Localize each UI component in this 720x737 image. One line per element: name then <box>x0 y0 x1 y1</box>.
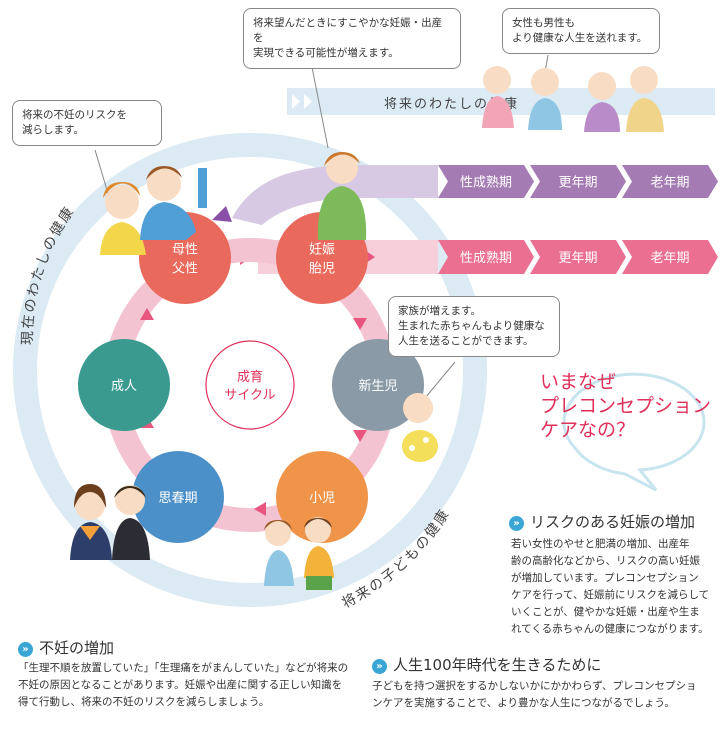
cycle-node-adult <box>78 339 170 431</box>
lower-stage-row: 性成熟期 更年期 老年期 <box>438 240 718 274</box>
life100-section-body: 子どもを持つ選択をするかしないかにかかわらず、プレコンセプショ ンケアを実施する… <box>372 680 697 709</box>
upper-stage-chevron-2 <box>530 165 626 198</box>
future-me-label: 将来のわたしの健康 <box>384 96 519 112</box>
life100-section-title: »人生100年時代を生きるために <box>372 654 601 675</box>
lower-stage-chevron-3 <box>622 240 718 274</box>
cycle-center-label-1: 成育 <box>237 369 263 385</box>
cycle-node-child-label-1: 小児 <box>309 491 335 506</box>
family-bubble: 家族が増えます。 生まれた赤ちゃんもより健康な 人生を送ることができます。 <box>388 296 560 357</box>
cycle-node-pregnancy-label-2: 胎児 <box>309 262 335 277</box>
lower-stage-label-3: 老年期 <box>650 251 689 266</box>
upper-stage-label-1: 性成熟期 <box>460 175 512 191</box>
risk-section-body: 若い女性のやせと肥満の増加、出産年 齢の高齢化などから、リスクの高い妊娠 が増加… <box>511 538 710 635</box>
risk-section-title: »リスクのある妊娠の増加 <box>509 511 695 532</box>
baby-illustration <box>402 393 438 462</box>
cycle-node-newborn-label-1: 新生児 <box>358 378 397 394</box>
upper-stage-label-2: 更年期 <box>558 176 597 191</box>
health-ring <box>13 133 487 607</box>
infertility-section-title: »不妊の増加 <box>18 637 114 658</box>
infertility-section-body: 「生理不順を放置していた」「生理痛をがまんしていた」などが将来の 不妊の原因とな… <box>18 662 349 708</box>
cycle-node-adolescent-label-1: 思春期 <box>158 491 197 506</box>
healthy-life-bubble: 女性も男性も より健康な人生を送れます。 <box>502 8 660 54</box>
infertility-risk-bubble: 将来の不妊のリスクを 減らします。 <box>12 100 162 146</box>
cycle-node-adolescent <box>132 451 224 543</box>
chevron-right-icon: » <box>509 516 524 531</box>
pregnant-woman-illustration <box>317 152 367 240</box>
parents-illustration <box>100 166 207 255</box>
upper-stage-chevron-3 <box>622 165 718 198</box>
family-illustration <box>482 66 664 132</box>
chevron-right-icon: » <box>372 659 387 674</box>
lower-stage-chevron-1 <box>438 240 534 274</box>
lower-stage-chevron-2 <box>530 240 626 274</box>
cycle-node-adult-label-1: 成人 <box>111 379 137 394</box>
cycle-node-parent-label-2: 父性 <box>172 262 198 277</box>
upper-stage-row: 性成熟期 更年期 老年期 <box>438 165 718 198</box>
healthy-pregnancy-bubble: 将来望んだときにすこやかな妊娠・出産を 実現できる可能性が増えます。 <box>243 8 461 69</box>
question-bubble <box>562 372 706 492</box>
cycle-center-label-2: サイクル <box>224 388 275 403</box>
upper-stage-label-3: 老年期 <box>650 176 689 191</box>
cycle-node-parent-label-1: 母性 <box>172 243 198 258</box>
cycle-node-pregnancy-label-1: 妊娠 <box>309 243 335 258</box>
cycle-node-child <box>276 451 368 543</box>
students-illustration <box>70 484 150 560</box>
upper-stage-chevron-1 <box>438 165 534 198</box>
cycle-node-newborn <box>332 339 424 431</box>
chevron-right-icon: » <box>18 642 33 657</box>
future-me-band-arrows <box>292 94 312 109</box>
cycle-center <box>205 340 295 430</box>
children-illustration <box>264 517 334 590</box>
lower-stage-label-2: 更年期 <box>558 251 597 266</box>
lower-stage-label-1: 性成熟期 <box>460 250 512 266</box>
question-text: いまなぜ プレコンセプション ケアなの？ <box>540 371 712 441</box>
upper-band-arrowhead <box>212 206 232 222</box>
